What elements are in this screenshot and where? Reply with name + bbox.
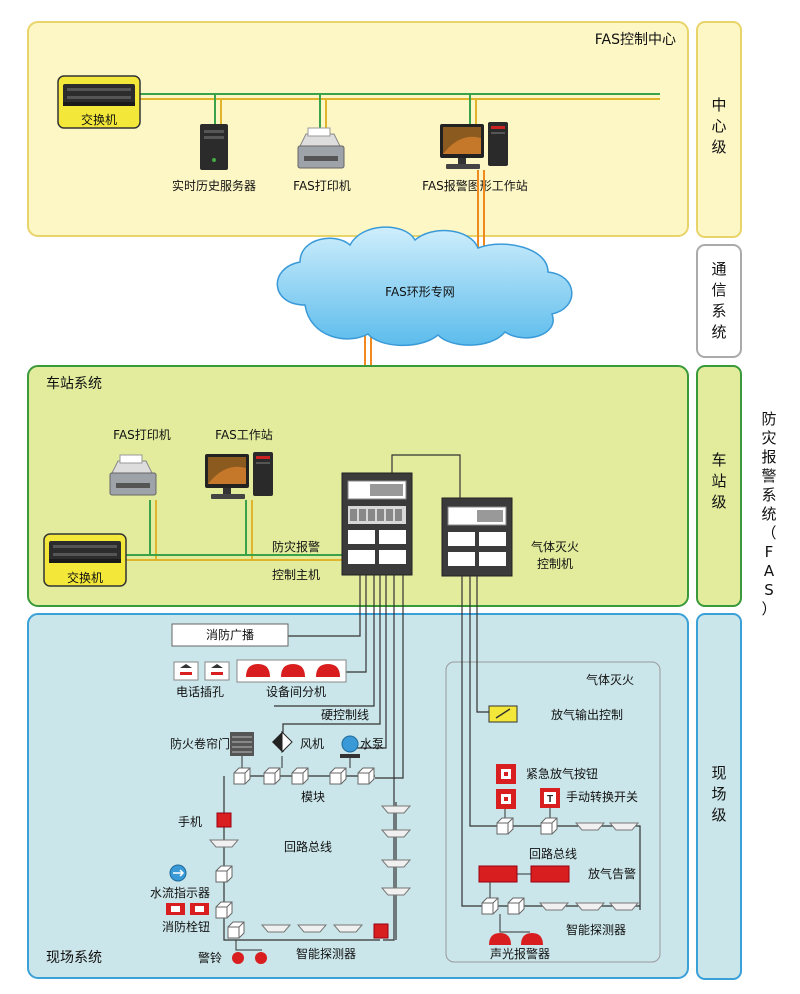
gas-module-1-icon: [496, 817, 514, 835]
control-center-box: [27, 21, 689, 237]
station-title: 车站系统: [46, 375, 102, 392]
extension-phone-icon: [236, 659, 347, 683]
left-module-2-icon: [215, 901, 233, 919]
module-4-icon: [329, 767, 347, 785]
hydrant-label: 消防栓钮: [162, 919, 210, 934]
gas-module-3-icon: [481, 897, 499, 915]
manual-label: 手机: [178, 815, 202, 829]
host-label-line1: 防灾报警: [272, 539, 320, 554]
release-alarm-icon: [478, 865, 570, 883]
release-alarm-label: 放气告警: [588, 866, 636, 881]
water-flow-label: 水流指示器: [150, 885, 210, 900]
side-comm-box: [696, 244, 742, 358]
hard-wire-label: 硬控制线: [321, 708, 369, 722]
phone-jack-label: 电话插孔: [176, 685, 224, 699]
manual-switch-icon: T: [540, 788, 560, 808]
side-field-level-box: [696, 613, 742, 980]
module-2-icon: [263, 767, 281, 785]
control-center-title: FAS控制中心: [595, 32, 676, 48]
field-title: 现场系统: [46, 950, 102, 966]
emergency-button-label: 紧急放气按钮: [526, 766, 598, 781]
center-workstation-label: FAS报警图形工作站: [422, 178, 528, 193]
module-3-icon: [291, 767, 309, 785]
center-printer-label: FAS打印机: [293, 179, 351, 193]
server-label: 实时历史服务器: [172, 178, 256, 193]
detector-label: 智能探测器: [296, 946, 356, 961]
side-center-level-box: [696, 21, 742, 238]
extension-label: 设备间分机: [266, 685, 326, 699]
ring-network-cloud: [276, 226, 573, 347]
network-label: FAS环形专网: [385, 284, 455, 299]
bell-1-icon: [232, 952, 244, 964]
manual-icon: [216, 812, 232, 828]
emergency-button-icon: [496, 764, 516, 809]
loop-bus-label: 回路总线: [284, 839, 332, 854]
broadcast-label: 消防广播: [206, 627, 254, 642]
fan-label: 风机: [300, 737, 324, 751]
shutter-label: 防火卷帘门: [170, 736, 230, 751]
center-switch-icon: [63, 84, 135, 106]
gas-loop-bus-label: 回路总线: [529, 846, 577, 861]
gas-area-title: 气体灭火: [586, 672, 634, 687]
pump-icon: [340, 735, 360, 758]
module-1-icon: [233, 767, 251, 785]
hydrant-button-icon: [166, 903, 209, 915]
fire-alarm-host-cabinet: [341, 472, 413, 576]
release-output-label: 放气输出控制: [551, 707, 623, 722]
server-icon: [200, 124, 228, 170]
side-station-level-box: [696, 365, 742, 607]
station-printer-label: FAS打印机: [113, 428, 171, 442]
side-center-level: 中心级: [711, 96, 726, 156]
module-5-icon: [357, 767, 375, 785]
release-output-icon: [488, 705, 518, 723]
gas-extinguish-controller-cabinet: [441, 497, 513, 577]
bell-2-icon: [255, 952, 267, 964]
sound-light-label: 声光报警器: [490, 946, 550, 961]
center-switch-label: 交换机: [81, 112, 117, 127]
side-comm: 通信系统: [711, 260, 726, 341]
station-workstation-label: FAS工作站: [215, 428, 273, 442]
broadcast-box: [171, 623, 289, 647]
side-field-level: 现场级: [711, 764, 726, 824]
sound-light-2-icon: [521, 933, 543, 945]
station-switch-label: 交换机: [67, 570, 103, 585]
phone-jack-icon: [173, 661, 230, 681]
gas-detector-label: 智能探测器: [566, 922, 626, 937]
module-label: 模块: [301, 790, 325, 804]
side-station-level: 车站级: [711, 451, 726, 511]
gas-module-4-icon: [507, 897, 525, 915]
svg-text:T: T: [547, 794, 553, 805]
shutter-icon: [230, 732, 254, 756]
gas-area-box: [445, 661, 661, 963]
gas-controller-label-line1: 气体灭火: [531, 539, 579, 554]
left-module-1-icon: [215, 865, 233, 883]
sound-light-1-icon: [489, 933, 511, 945]
bell-label: 警铃: [198, 950, 222, 965]
manual-switch-label: 手动转换开关: [566, 789, 638, 804]
station-switch-icon: [49, 541, 121, 563]
field-box: [27, 613, 689, 979]
left-module-3-icon: [227, 921, 245, 939]
fan-icon: [272, 730, 293, 754]
loop-end-module-icon: [373, 923, 389, 939]
gas-module-2-icon: [540, 817, 558, 835]
host-label-line2: 控制主机: [272, 568, 320, 582]
pump-label: 水泵: [360, 737, 384, 751]
gas-controller-label-line2: 控制机: [537, 557, 573, 571]
